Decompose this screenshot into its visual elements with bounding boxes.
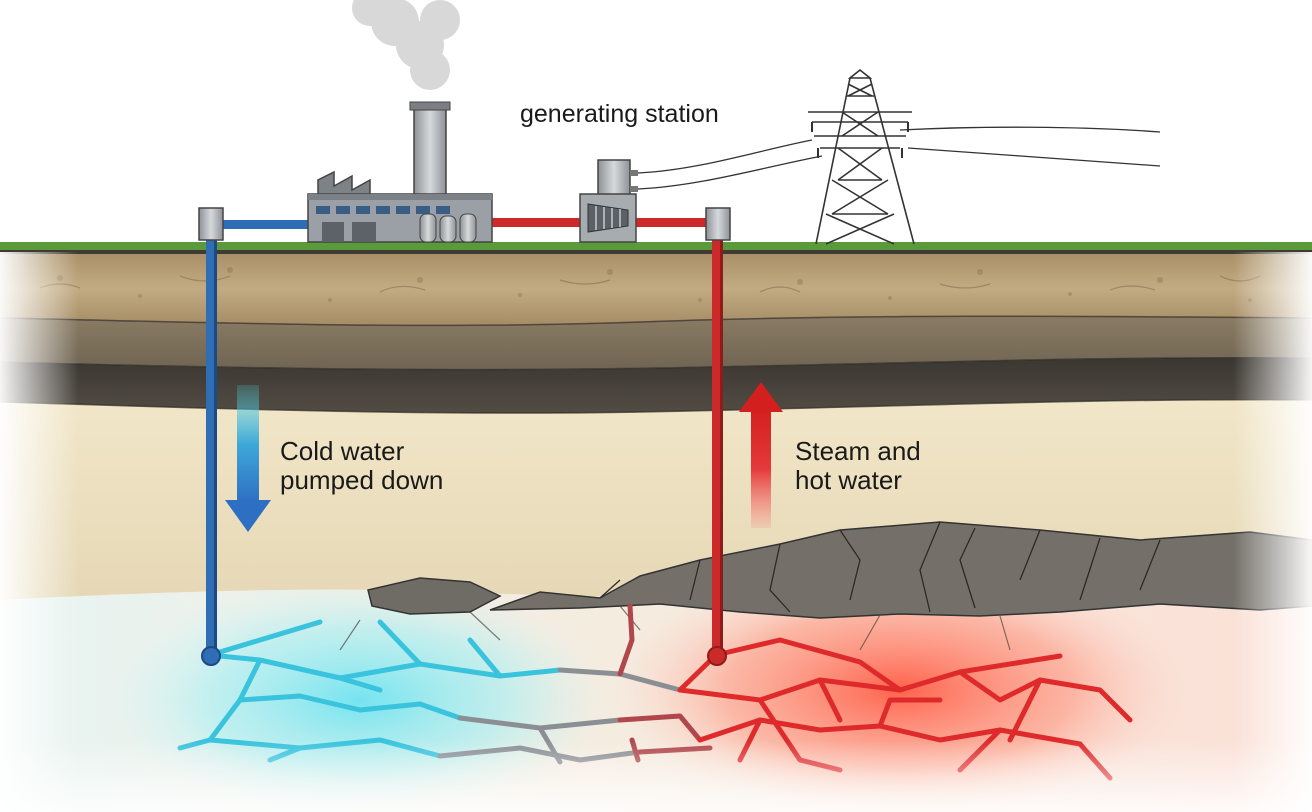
smoke-plume [352, 0, 460, 90]
hot-water-line-1: Steam and [795, 436, 921, 466]
ground-surface [0, 242, 1312, 252]
cold-water-line-2: pumped down [280, 465, 444, 496]
cold-water-line-1: Cold water [280, 436, 405, 466]
cold-water-label: Cold water pumped down [280, 436, 444, 496]
smokestack-icon [413, 103, 447, 197]
turbine-icon [579, 159, 638, 243]
hot-water-line-2: hot water [795, 465, 902, 496]
hot-water-label: Steam and hot water [795, 436, 921, 496]
power-lines [637, 126, 1161, 190]
hot-wellhead [705, 207, 731, 241]
factory-icon [307, 101, 493, 243]
cold-wellhead [198, 207, 224, 241]
transmission-tower-icon [808, 68, 915, 245]
cold-surface-pipe [216, 220, 312, 229]
generating-station-label: generating station [520, 100, 719, 128]
